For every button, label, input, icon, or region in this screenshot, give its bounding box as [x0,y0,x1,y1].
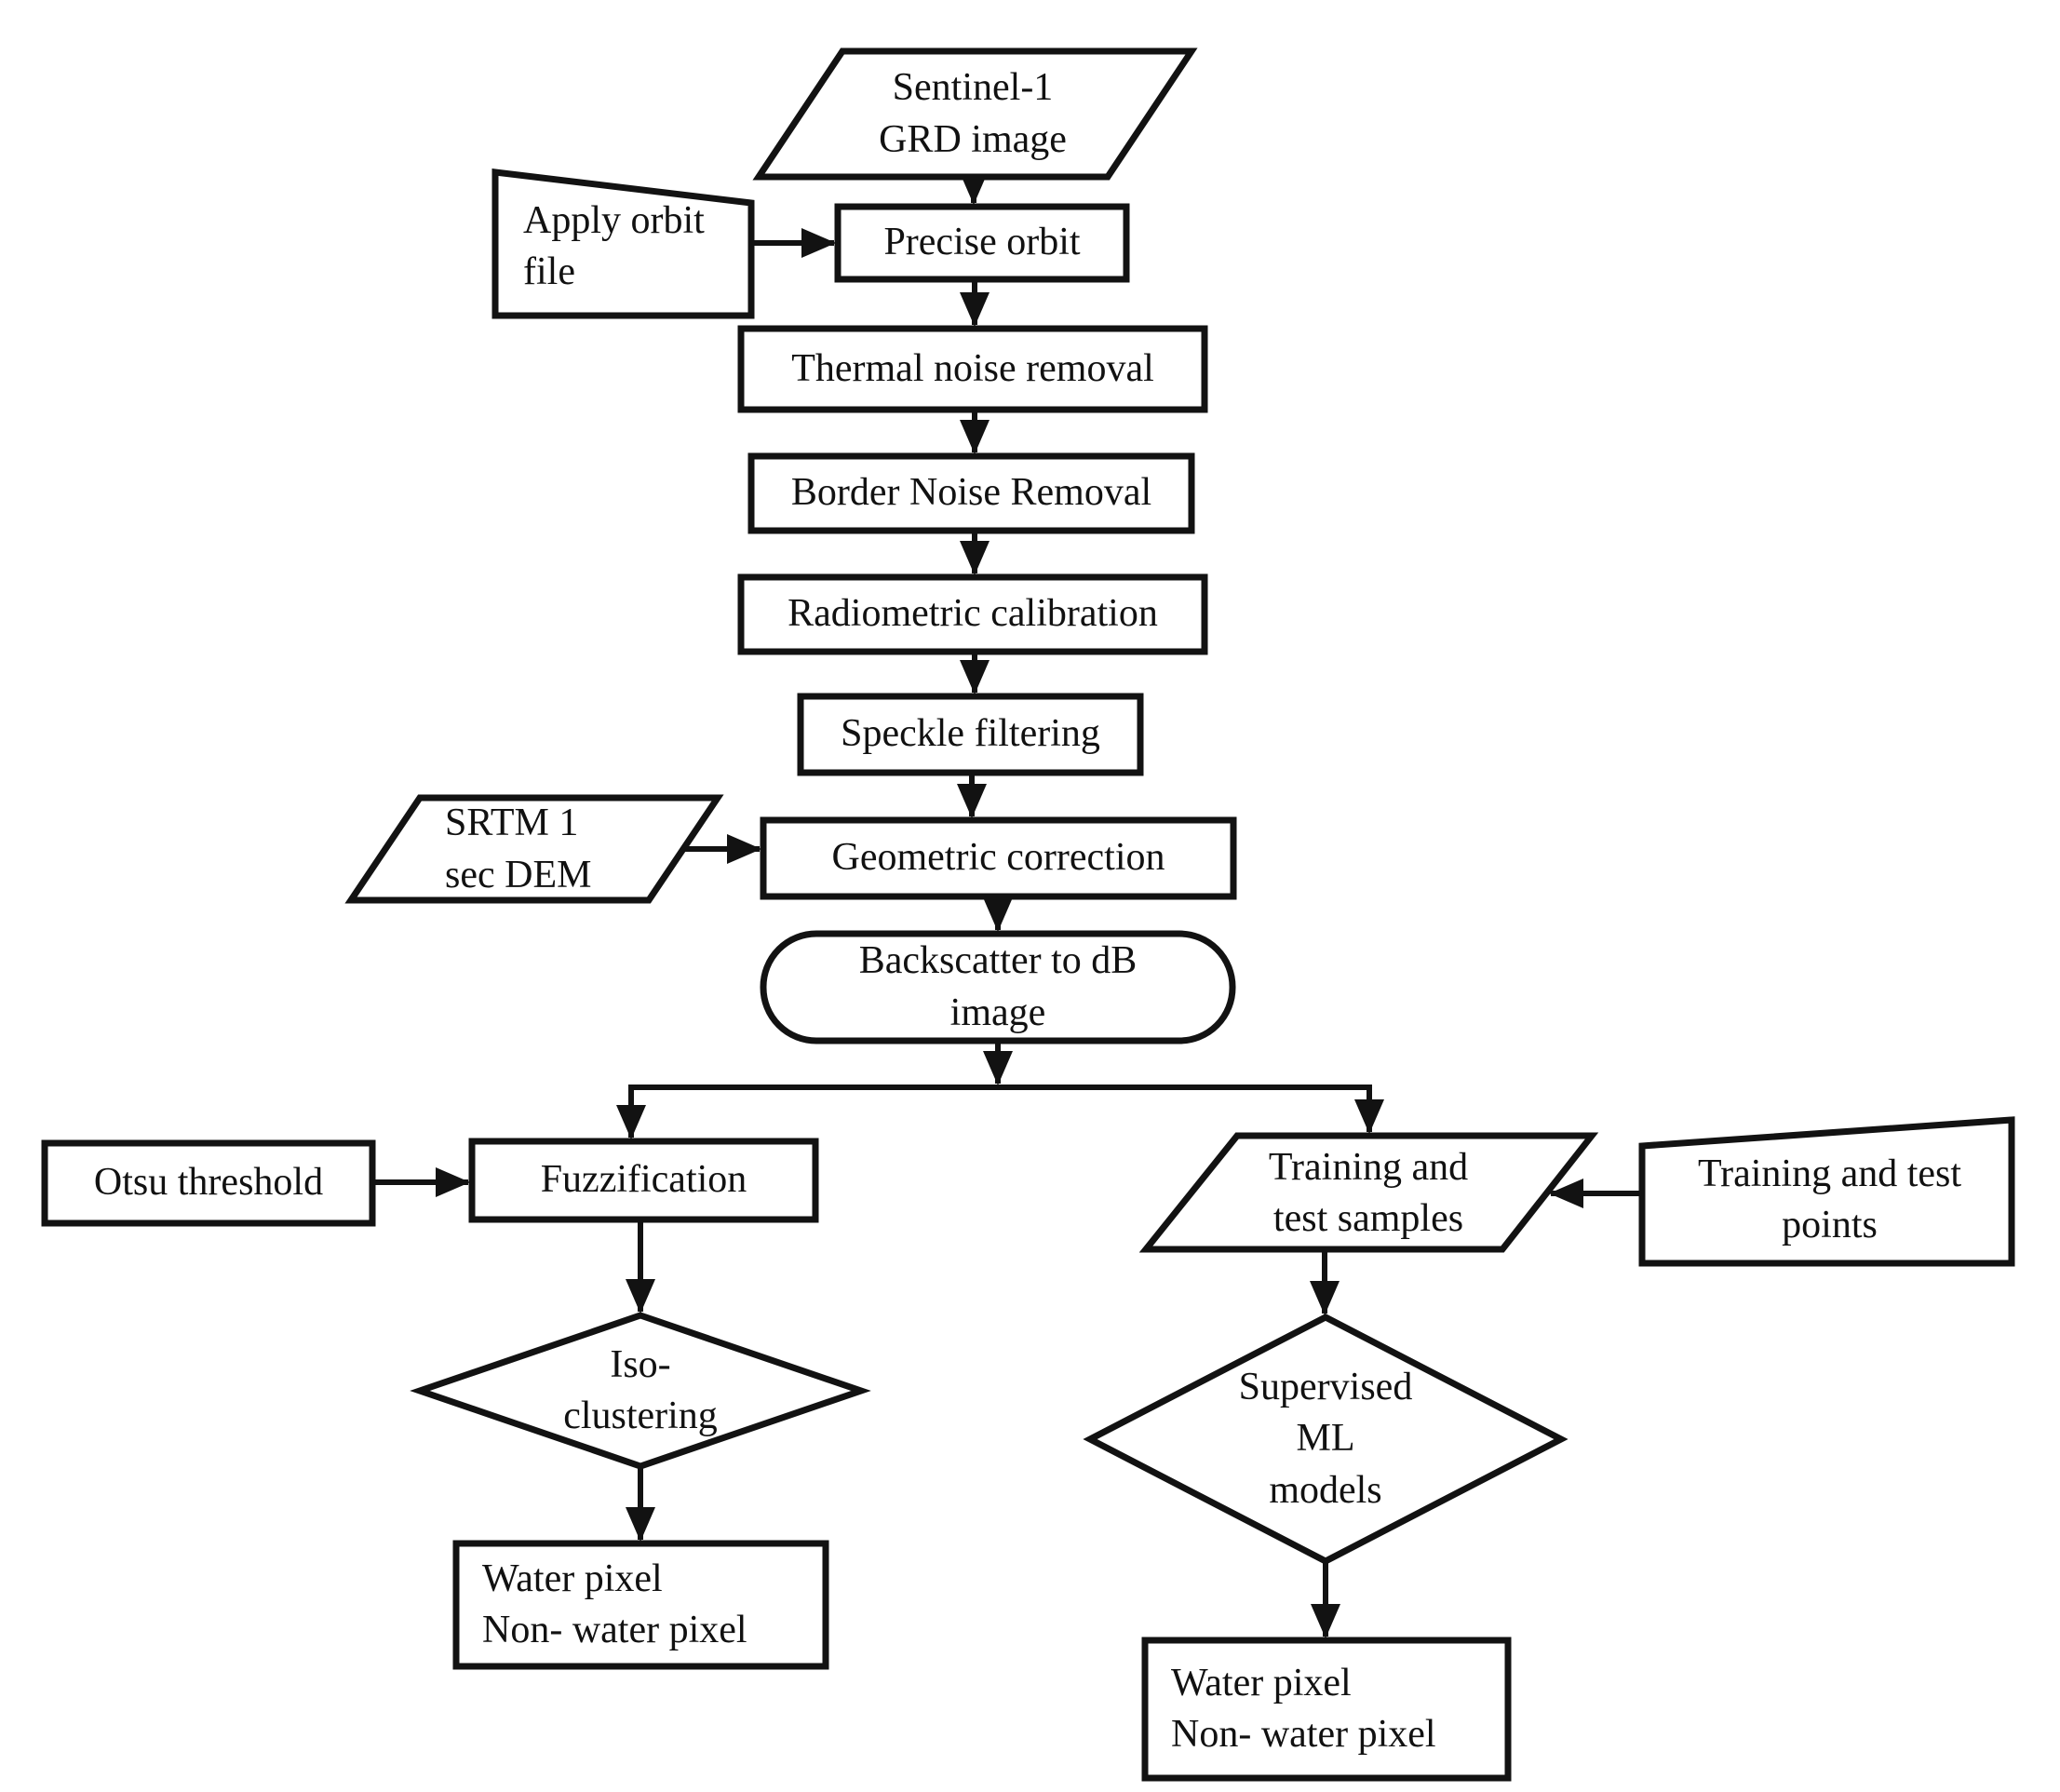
backscatter-db-shape [760,930,1236,1044]
supervised-ml-shape [1083,1314,1569,1565]
training-points-shape [1638,1116,2015,1267]
sentinel-grd-image-shape [752,47,1198,181]
water-pixel-left-shape [452,1540,829,1670]
fuzzification-shape [468,1138,819,1223]
training-samples-shape [1138,1132,1599,1253]
geometric-correction-shape [760,816,1237,900]
iso-clustering-shape [410,1312,871,1470]
precise-orbit-shape [834,203,1130,283]
border-noise-removal-shape [747,452,1195,534]
apply-orbit-file-shape [491,168,755,319]
thermal-noise-removal-shape [737,325,1208,413]
srtm-dem-shape [344,794,724,904]
speckle-filtering-shape [797,693,1144,776]
radiometric-calibration-shape [737,573,1208,655]
water-pixel-right-shape [1141,1637,1512,1782]
otsu-threshold-shape [41,1139,376,1227]
